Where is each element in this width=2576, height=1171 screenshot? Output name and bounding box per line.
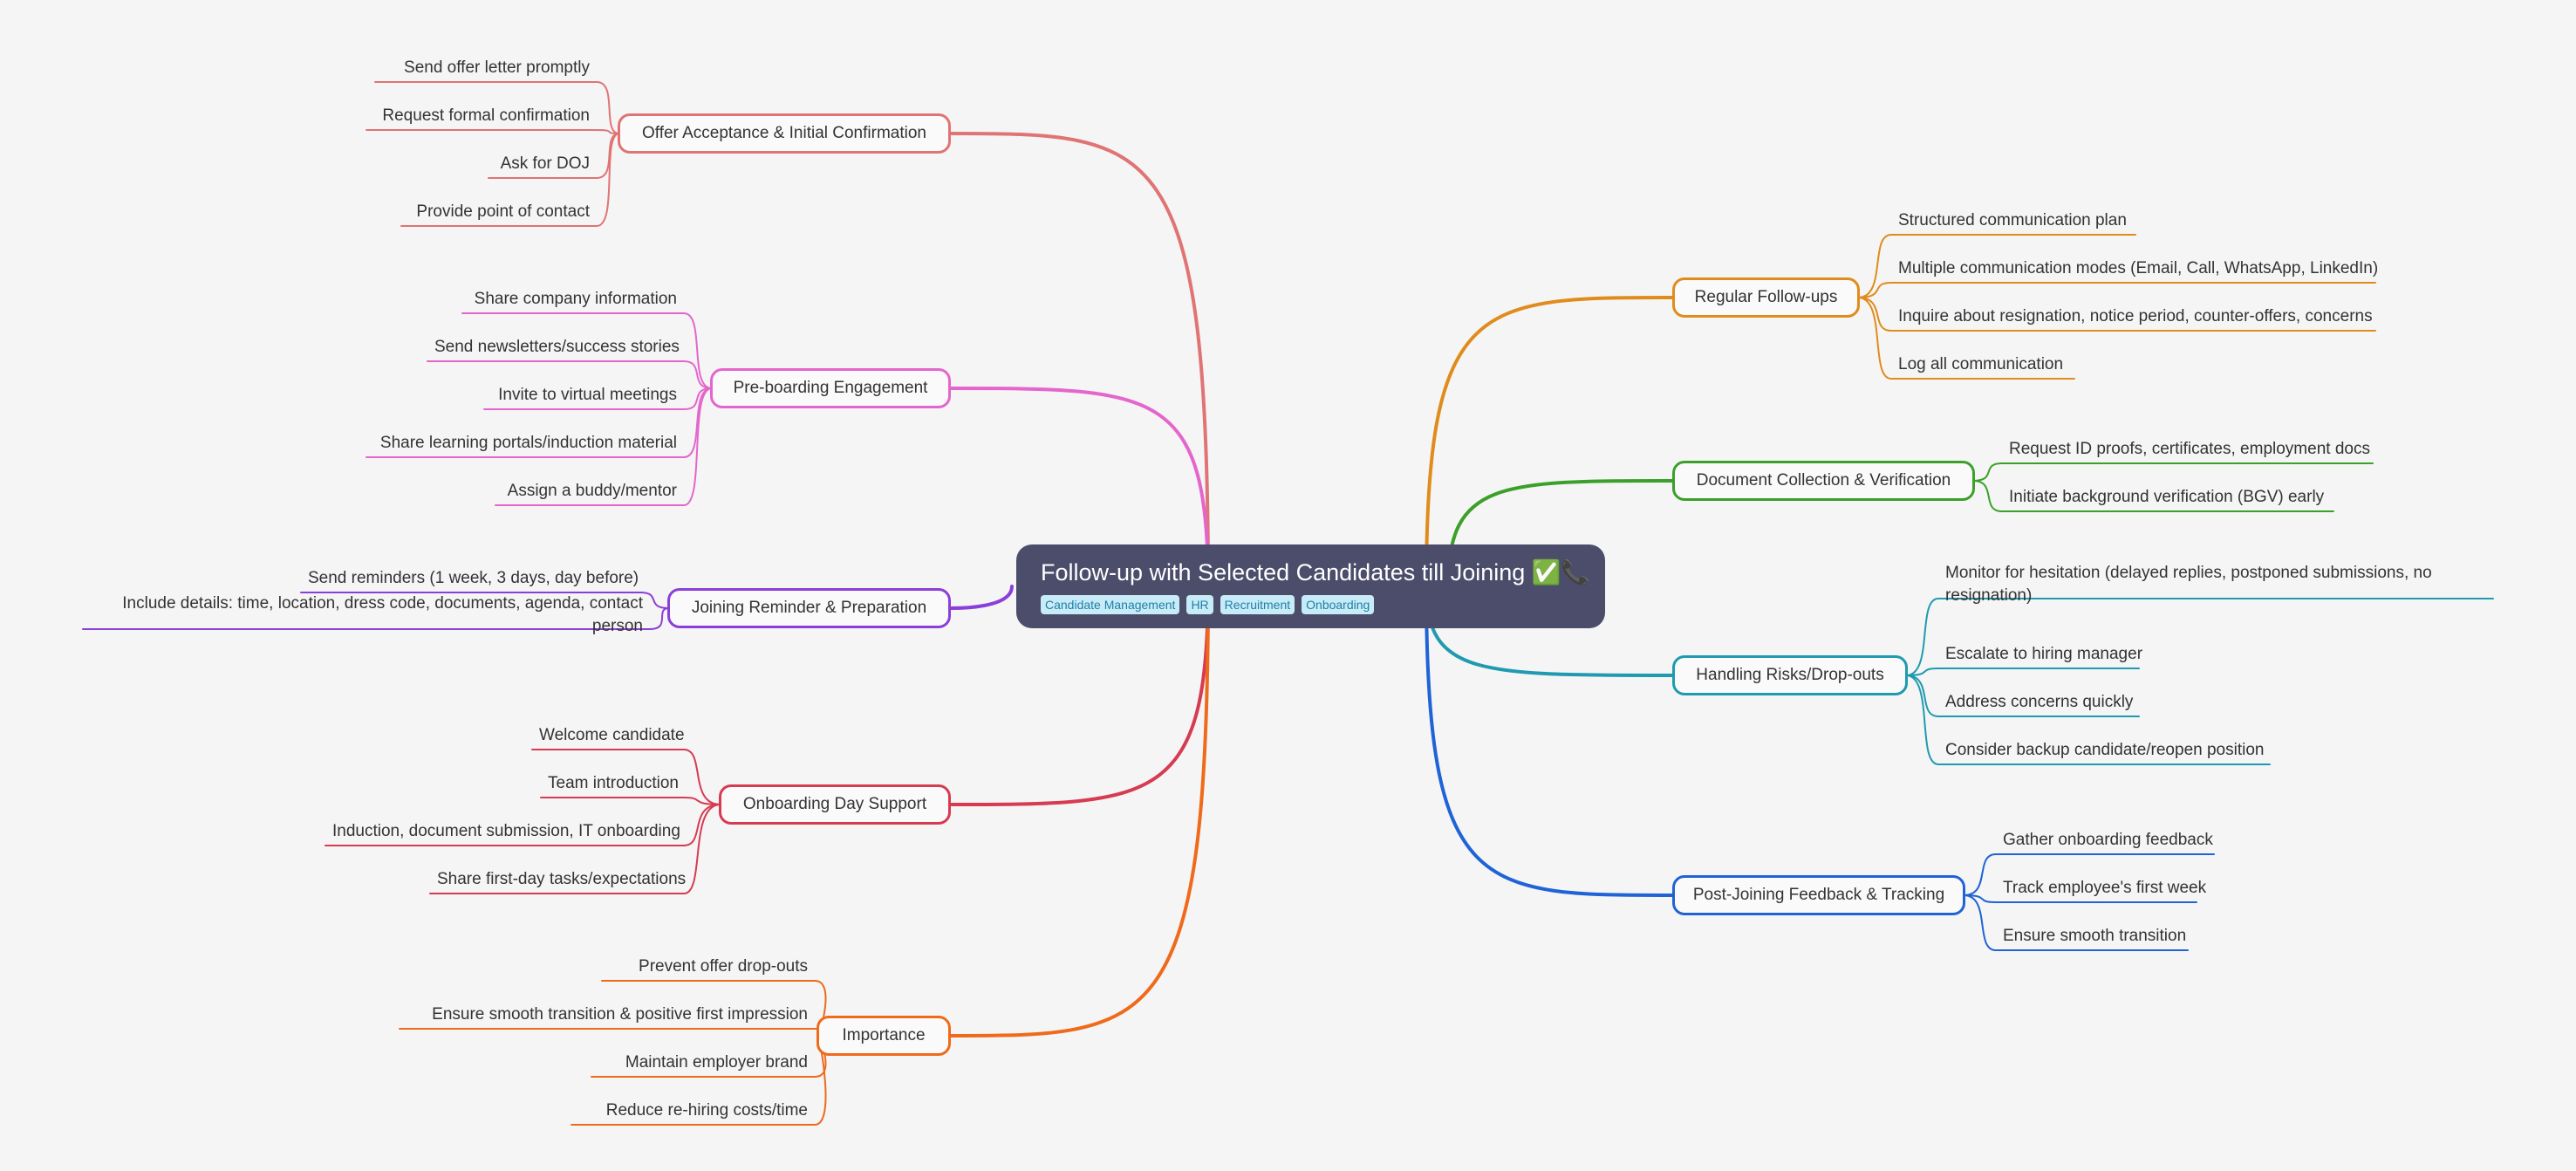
leaf-topic[interactable]: Send offer letter promptly xyxy=(404,58,590,77)
leaf-topic[interactable]: Send reminders (1 week, 3 days, day befo… xyxy=(308,569,639,587)
leaf-topic[interactable]: Request formal confirmation xyxy=(382,106,590,125)
leaf-connector xyxy=(1857,282,2376,298)
branch-topic[interactable]: Handling Risks/Drop-outs xyxy=(1672,655,1908,695)
leaf-topic[interactable]: Invite to virtual meetings xyxy=(498,386,677,404)
leaf-connector xyxy=(1905,675,2271,765)
leaf-topic[interactable]: Monitor for hesitation (delayed replies,… xyxy=(1945,564,2432,605)
leaf-connector xyxy=(1905,668,2140,676)
branch-topic[interactable]: Pre-boarding Engagement xyxy=(710,368,951,408)
leaf-topic[interactable]: Prevent offer drop-outs xyxy=(639,957,808,976)
leaf-topic[interactable]: Structured communication plan xyxy=(1898,211,2127,229)
leaf-connector xyxy=(1963,853,2215,896)
leaf-connector xyxy=(495,387,713,506)
leaf-connector xyxy=(1857,297,2075,380)
tag[interactable]: Candidate Management xyxy=(1041,595,1180,614)
leaf-topic[interactable]: Multiple communication modes (Email, Cal… xyxy=(1898,259,2379,277)
tag[interactable]: HR xyxy=(1186,595,1213,614)
leaf-topic[interactable]: Team introduction xyxy=(548,774,679,792)
leaf-connector xyxy=(399,1028,827,1037)
leaf-topic[interactable]: Assign a buddy/mentor xyxy=(507,482,677,500)
branch-connector xyxy=(949,585,1210,1037)
branch-connector xyxy=(1425,296,1674,588)
branch-topic[interactable]: Offer Acceptance & Initial Confirmation xyxy=(618,113,951,154)
leaf-topic[interactable]: Include details: time, location, dress c… xyxy=(122,594,643,635)
leaf-connector xyxy=(400,133,620,227)
leaf-topic[interactable]: Inquire about resignation, notice period… xyxy=(1898,307,2373,325)
branch-topic[interactable]: Document Collection & Verification xyxy=(1672,461,1975,501)
leaf-connector xyxy=(531,749,721,805)
leaf-topic[interactable]: Escalate to hiring manager xyxy=(1945,645,2143,663)
leaf-connector xyxy=(427,360,713,389)
leaf-connector xyxy=(374,81,620,134)
leaf-connector xyxy=(1905,598,2494,676)
leaf-connector xyxy=(429,804,721,894)
branch-topic[interactable]: Importance xyxy=(817,1016,951,1056)
branch-connector xyxy=(1425,585,1674,897)
leaf-topic[interactable]: Maintain employer brand xyxy=(625,1053,808,1072)
leaf-connector xyxy=(540,797,721,805)
leaf-topic[interactable]: Reduce re-hiring costs/time xyxy=(605,1101,808,1120)
leaf-connector xyxy=(1963,894,2197,903)
leaf-connector xyxy=(325,804,721,846)
leaf-topic[interactable]: Share learning portals/induction materia… xyxy=(379,434,677,452)
leaf-connector xyxy=(488,133,620,179)
leaf-connector xyxy=(1905,675,2140,717)
leaf-connector xyxy=(366,129,620,134)
branch-topic[interactable]: Onboarding Day Support xyxy=(719,784,951,825)
root-topic[interactable]: Follow-up with Selected Candidates till … xyxy=(1016,544,1605,628)
leaf-topic[interactable]: Share first-day tasks/expectations xyxy=(437,870,687,888)
leaf-topic[interactable]: Request ID proofs, certificates, employm… xyxy=(2009,440,2370,458)
branch-topic[interactable]: Post-Joining Feedback & Tracking xyxy=(1672,875,1965,915)
tag[interactable]: Recruitment xyxy=(1220,595,1295,614)
leaf-topic[interactable]: Ask for DOJ xyxy=(500,154,590,173)
leaf-topic[interactable]: Gather onboarding feedback xyxy=(2003,831,2213,849)
leaf-connector xyxy=(1857,234,2136,298)
branch-connector xyxy=(949,387,1210,588)
leaf-topic[interactable]: Consider backup candidate/reopen positio… xyxy=(1945,741,2265,759)
leaf-connector xyxy=(1857,297,2376,332)
leaf-topic[interactable]: Provide point of contact xyxy=(416,202,590,221)
leaf-connector xyxy=(366,387,713,458)
root-title: Follow-up with Selected Candidates till … xyxy=(1041,559,1591,586)
leaf-topic[interactable]: Log all communication xyxy=(1898,355,2064,373)
leaf-connector xyxy=(300,592,670,609)
leaf-topic[interactable]: Induction, document submission, IT onboa… xyxy=(332,822,680,840)
leaf-topic[interactable]: Address concerns quickly xyxy=(1945,693,2134,711)
leaf-topic[interactable]: Ensure smooth transition xyxy=(2003,927,2187,945)
branch-connector xyxy=(949,585,1014,610)
branch-connector xyxy=(949,585,1210,806)
leaf-connector xyxy=(82,607,670,630)
leaf-connector xyxy=(1972,462,2374,482)
leaf-connector xyxy=(1972,480,2334,512)
leaf-topic[interactable]: Share company information xyxy=(474,290,677,308)
leaf-connector xyxy=(1963,894,2189,951)
leaf-connector xyxy=(461,312,713,389)
leaf-topic[interactable]: Welcome candidate xyxy=(539,726,685,744)
tag-list: Candidate Management HR Recruitment Onbo… xyxy=(1041,595,1581,614)
branch-topic[interactable]: Joining Reminder & Preparation xyxy=(667,588,951,628)
tag[interactable]: Onboarding xyxy=(1302,595,1375,614)
branch-connector xyxy=(949,132,1210,588)
leaf-connector xyxy=(483,387,713,410)
leaf-topic[interactable]: Initiate background verification (BGV) e… xyxy=(2009,488,2325,506)
leaf-topic[interactable]: Send newsletters/success stories xyxy=(434,338,680,356)
leaf-topic[interactable]: Ensure smooth transition & positive firs… xyxy=(432,1005,808,1024)
branch-topic[interactable]: Regular Follow-ups xyxy=(1672,277,1860,318)
leaf-topic[interactable]: Track employee's first week xyxy=(2003,879,2207,897)
